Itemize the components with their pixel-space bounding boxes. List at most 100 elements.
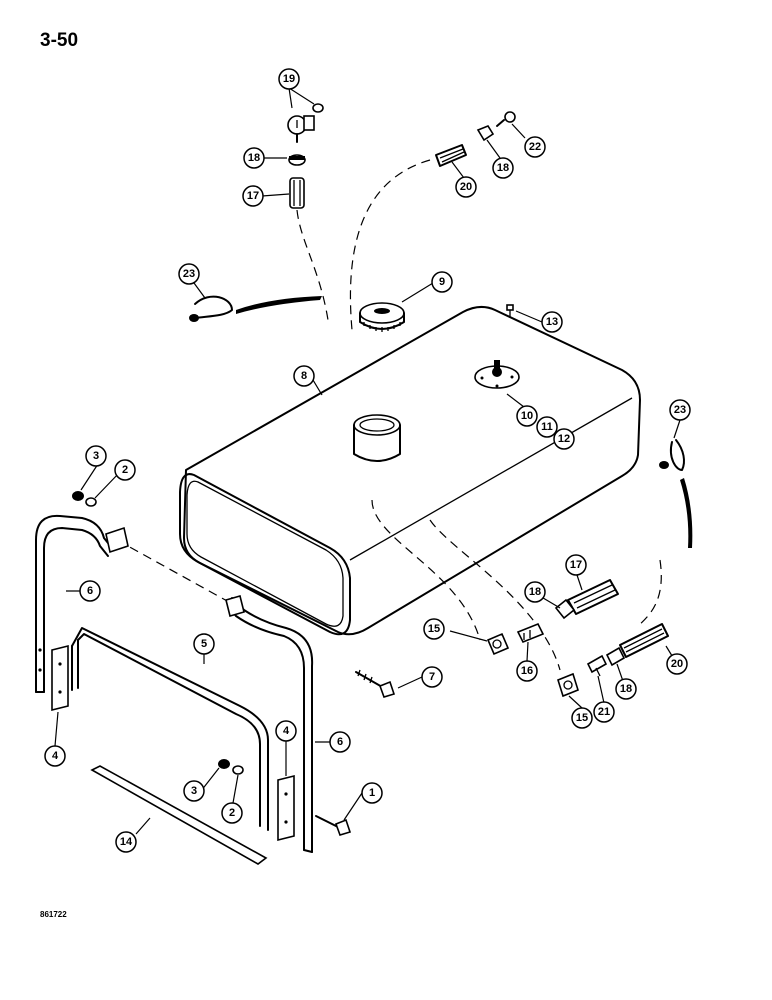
svg-text:2: 2 bbox=[229, 807, 235, 819]
fitting-21 bbox=[586, 654, 608, 677]
svg-text:17: 17 bbox=[247, 190, 259, 202]
nut-18-right bbox=[554, 598, 576, 620]
callout-1: 1 bbox=[361, 782, 383, 804]
elbow-15-lower bbox=[557, 672, 579, 698]
callout-15-lower: 15 bbox=[571, 707, 593, 729]
callout-2-bottom: 2 bbox=[221, 802, 243, 824]
fuel-sender-unit bbox=[474, 360, 520, 389]
svg-text:16: 16 bbox=[521, 665, 533, 677]
callout-21: 21 bbox=[593, 701, 615, 723]
elbow-22 bbox=[496, 111, 516, 127]
callout-6-right: 6 bbox=[329, 731, 351, 753]
fuel-line-path-left bbox=[296, 209, 329, 321]
support-bracket bbox=[71, 627, 269, 831]
svg-text:21: 21 bbox=[598, 706, 610, 718]
callout-23-left: 23 bbox=[178, 263, 200, 285]
callout-22: 22 bbox=[524, 136, 546, 158]
callout-18-lower: 18 bbox=[615, 678, 637, 700]
svg-text:12: 12 bbox=[558, 433, 570, 445]
svg-text:6: 6 bbox=[87, 585, 93, 597]
callout-3-bottom: 3 bbox=[183, 780, 205, 802]
callout-18-top-right: 18 bbox=[492, 157, 514, 179]
wear-pad-left bbox=[51, 644, 69, 712]
fitting-16 bbox=[516, 622, 545, 644]
callout-11: 11 bbox=[536, 416, 558, 438]
bolt-1 bbox=[315, 815, 352, 836]
callout-17-right: 17 bbox=[565, 554, 587, 576]
callout-16: 16 bbox=[516, 660, 538, 682]
callout-4-left: 4 bbox=[44, 745, 66, 767]
fuel-line-path-right bbox=[349, 159, 431, 331]
svg-text:11: 11 bbox=[541, 421, 553, 433]
callout-4-right: 4 bbox=[275, 720, 297, 742]
svg-text:4: 4 bbox=[283, 725, 290, 737]
nut-18-top bbox=[288, 154, 306, 166]
svg-text:20: 20 bbox=[671, 658, 683, 670]
svg-text:1: 1 bbox=[369, 787, 375, 799]
strap-line-right bbox=[637, 559, 662, 627]
bolt-7 bbox=[355, 669, 396, 698]
filler-neck bbox=[353, 414, 401, 462]
svg-text:18: 18 bbox=[620, 683, 632, 695]
washer-2-left bbox=[85, 497, 97, 507]
callout-2-top: 2 bbox=[114, 459, 136, 481]
callout-23-right: 23 bbox=[669, 399, 691, 421]
fuel-tank bbox=[179, 304, 641, 636]
mounting-bolt-line bbox=[116, 539, 239, 608]
svg-text:23: 23 bbox=[183, 268, 195, 280]
svg-text:20: 20 bbox=[460, 181, 472, 193]
tie-strap-right bbox=[659, 439, 693, 548]
callout-15-upper: 15 bbox=[423, 618, 445, 640]
rubber-pad bbox=[90, 765, 268, 865]
callout-13: 13 bbox=[541, 311, 563, 333]
fuel-cap bbox=[359, 302, 405, 332]
callout-17-top: 17 bbox=[242, 185, 264, 207]
hose-17-top bbox=[289, 177, 305, 209]
callout-10: 10 bbox=[516, 405, 538, 427]
page-number: 3-50 bbox=[40, 30, 79, 51]
washer-2-right bbox=[232, 765, 244, 775]
callout-leaders bbox=[54, 87, 681, 835]
callout-8: 8 bbox=[293, 365, 315, 387]
hose-20-lower bbox=[619, 623, 669, 658]
mounting-strap-left bbox=[35, 514, 129, 693]
svg-text:14: 14 bbox=[120, 836, 133, 848]
svg-text:4: 4 bbox=[52, 750, 59, 762]
callout-7: 7 bbox=[421, 666, 443, 688]
svg-text:10: 10 bbox=[521, 410, 533, 422]
callout-18-mid: 18 bbox=[524, 581, 546, 603]
hose-17-right bbox=[567, 579, 619, 615]
svg-text:18: 18 bbox=[529, 586, 541, 598]
vent-plug bbox=[506, 304, 514, 318]
svg-text:23: 23 bbox=[674, 404, 686, 416]
wear-pad-right bbox=[277, 774, 295, 842]
svg-text:6: 6 bbox=[337, 736, 343, 748]
callout-5: 5 bbox=[193, 633, 215, 655]
svg-text:15: 15 bbox=[576, 712, 588, 724]
callout-14: 14 bbox=[115, 831, 137, 853]
callout-20-lower: 20 bbox=[666, 653, 688, 675]
mounting-strap-right bbox=[225, 595, 314, 853]
fitting-18-lower bbox=[605, 646, 626, 667]
svg-text:22: 22 bbox=[529, 141, 541, 153]
svg-text:15: 15 bbox=[428, 623, 440, 635]
callout-6-left: 6 bbox=[79, 580, 101, 602]
sight-gauge-19 bbox=[287, 103, 324, 143]
callout-18-top-left: 18 bbox=[243, 147, 265, 169]
svg-text:7: 7 bbox=[429, 671, 435, 683]
svg-text:19: 19 bbox=[283, 73, 295, 85]
svg-text:5: 5 bbox=[201, 638, 207, 650]
drain-line-15 bbox=[371, 499, 481, 641]
return-line-15 bbox=[429, 519, 561, 671]
svg-text:13: 13 bbox=[546, 316, 558, 328]
nut-3-right bbox=[218, 759, 230, 769]
callout-3-top: 3 bbox=[85, 445, 107, 467]
hose-20-top bbox=[435, 144, 467, 167]
svg-text:3: 3 bbox=[191, 785, 197, 797]
svg-text:17: 17 bbox=[570, 559, 582, 571]
svg-text:18: 18 bbox=[248, 152, 260, 164]
tie-strap-left bbox=[189, 295, 322, 322]
nut-3-left bbox=[72, 491, 84, 501]
nut-18-right-top bbox=[476, 125, 495, 142]
